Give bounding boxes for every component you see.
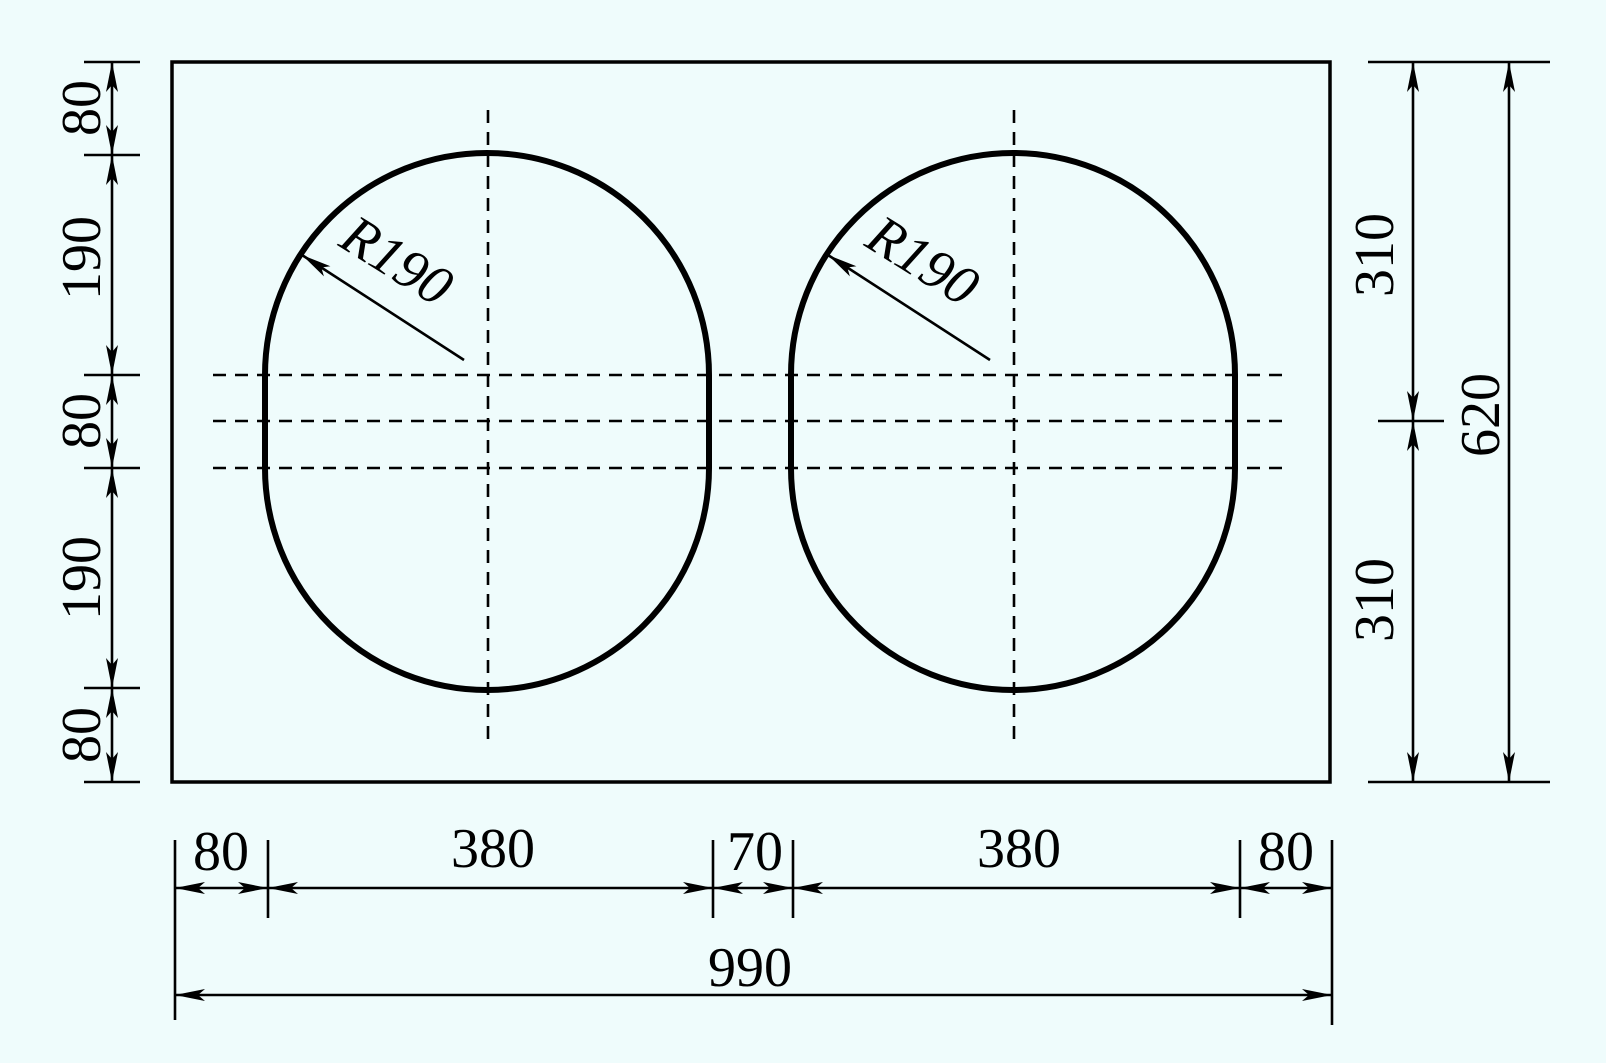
dimension-label: 80: [1258, 821, 1314, 883]
dimension-label: 380: [977, 818, 1061, 880]
dimension-label: 80: [193, 821, 249, 883]
right-dimension-stack: 310 310 620: [1344, 60, 1550, 784]
left-dimension-stack: 80 190 80 190 80: [51, 60, 140, 784]
bottom-dimension-chain: 80 380 70 380 80 990: [173, 818, 1334, 1025]
dimension-label: 80: [51, 707, 113, 763]
dimension-label: 70: [727, 821, 783, 883]
right-radius-label: R190: [855, 203, 989, 319]
dimension-label: 310: [1344, 558, 1406, 642]
dimension-label: 190: [51, 216, 113, 300]
left-radius-leader: [301, 253, 465, 362]
left-radius-label: R190: [329, 203, 463, 319]
left-hole-outline: [262, 150, 712, 693]
dimension-label: 990: [708, 937, 792, 999]
dimension-label: 380: [451, 818, 535, 880]
plate-outline: [170, 60, 1332, 784]
dimension-label: 80: [51, 80, 113, 136]
right-hole-outline: [788, 150, 1238, 693]
dimension-label: 310: [1344, 213, 1406, 297]
dimension-label: 620: [1450, 373, 1512, 457]
dimension-label: 190: [51, 536, 113, 620]
dimension-label: 80: [51, 393, 113, 449]
right-radius-leader: [827, 253, 991, 362]
center-lines: [213, 110, 1283, 748]
